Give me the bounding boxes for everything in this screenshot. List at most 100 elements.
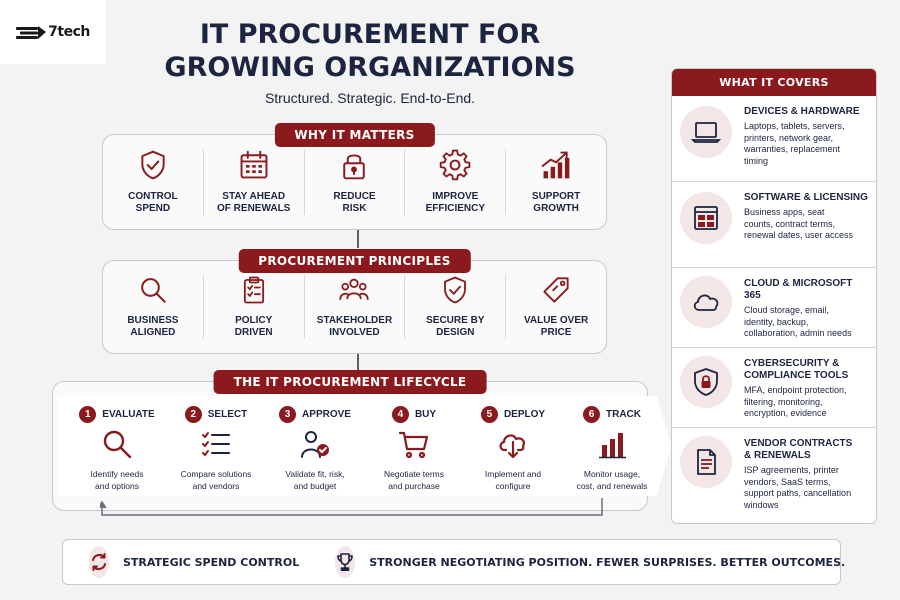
step-description: Monitor usage, cost, and renewals (576, 469, 648, 491)
why-card-label: STAY AHEAD OF RENEWALS (217, 191, 291, 214)
title-line-2: GROWING ORGANIZATIONS (164, 52, 576, 83)
principle-card-label: VALUE OVER PRICE (523, 315, 589, 338)
lifecycle-label: THE IT PROCUREMENT LIFECYCLE (213, 370, 487, 394)
step-number: 5 (480, 406, 498, 423)
step-description: Validate fit, risk, and budget (285, 469, 345, 491)
what-it-covers-panel: WHAT IT COVERS DEVICES & HARDWARE Laptops… (671, 68, 877, 524)
trophy-icon (337, 553, 354, 572)
cover-title: SOFTWARE & LICENSING (744, 192, 868, 203)
title-line-1: IT PROCUREMENT FOR (199, 19, 541, 50)
principle-card-label: BUSINESS ALIGNED (127, 315, 179, 338)
step-title: BUY (414, 409, 437, 420)
cover-item-cybersecurity: CYBERSECURITY & COMPLIANCE TOOLS MFA, end… (672, 348, 876, 428)
document-icon (697, 449, 716, 475)
cover-item-devices: DEVICES & HARDWARE Laptops, tablets, serv… (672, 96, 876, 182)
lifecycle-step-track: 6 TRACK Monitor usage, cost, and renewals (553, 396, 671, 496)
page-subtitle: Structured. Strategic. End-to-End. (264, 90, 476, 106)
cover-description: Business apps, seat counts, contract ter… (744, 207, 854, 240)
procurement-principles-label: PROCUREMENT PRINCIPLES (238, 249, 471, 273)
calendar-icon (240, 150, 268, 179)
cart-icon (398, 431, 429, 459)
cover-title: DEVICES & HARDWARE (744, 106, 860, 117)
step-description: Identify needs and options (90, 469, 144, 491)
step-title: EVALUATE (102, 409, 155, 420)
cycle-arrows-icon (92, 553, 106, 571)
section-connector (357, 230, 359, 248)
footer-banner: STRATEGIC SPEND CONTROL STRONGER NEGOTIA… (62, 539, 845, 585)
brand-logo: 7tech (0, 0, 106, 64)
step-title: DEPLOY (503, 409, 546, 420)
cover-description: ISP agreements, printer vendors, SaaS te… (744, 465, 852, 510)
cover-title: VENDOR CONTRACTS & RENEWALS (744, 438, 853, 461)
principle-card-label: STAKEHOLDER INVOLVED (316, 315, 393, 338)
step-number: 1 (79, 406, 97, 423)
cover-description: Cloud storage, email, identity, backup, … (744, 305, 852, 338)
app-window-icon (694, 206, 718, 230)
step-description: Implement and configure (484, 469, 542, 491)
why-card-label: REDUCE RISK (333, 191, 376, 214)
shield-check-icon (141, 150, 165, 180)
principle-card-label: POLICY DRIVEN (234, 315, 273, 338)
growth-chart-icon (541, 151, 570, 179)
cover-title: CLOUD & MICROSOFT 365 (744, 278, 853, 301)
laptop-icon (691, 122, 721, 143)
step-number: 4 (391, 406, 409, 423)
cloud-download-icon (499, 434, 525, 459)
cover-item-software: SOFTWARE & LICENSING Business apps, seat … (672, 182, 876, 268)
why-card-support-growth: SUPPORT GROWTH (506, 149, 606, 215)
shield-lock-icon (694, 368, 718, 396)
lifecycle-step-evaluate: 1 EVALUATE Identify needs and options (58, 396, 176, 496)
step-title: TRACK (606, 409, 641, 420)
why-it-matters-section: WHY IT MATTERS CONTROL SPEND STAY AHEAD … (102, 123, 607, 230)
why-card-label: CONTROL SPEND (128, 191, 178, 214)
footer-right-text: STRONGER NEGOTIATING POSITION. FEWER SUR… (369, 555, 846, 569)
cover-item-vendor-contracts: VENDOR CONTRACTS & RENEWALS ISP agreement… (672, 428, 876, 522)
clipboard-icon (243, 276, 264, 304)
gear-icon (440, 149, 471, 181)
principle-card-value-over-price: VALUE OVER PRICE (506, 275, 606, 339)
principle-card-label: SECURE BY DESIGN (426, 315, 485, 338)
why-it-matters-label: WHY IT MATTERS (274, 123, 435, 147)
principle-card-secure-by-design: SECURE BY DESIGN (405, 275, 507, 339)
step-number: 2 (184, 406, 202, 423)
why-card-improve-efficiency: IMPROVE EFFICIENCY (405, 149, 507, 215)
cover-description: Laptops, tablets, servers, printers, net… (744, 121, 845, 166)
lifecycle-step-select: 2 SELECT Compare solutions and vendors (157, 396, 275, 496)
logo-mark-icon (16, 26, 47, 39)
price-tag-icon (543, 277, 569, 303)
what-it-covers-label: WHAT IT COVERS (672, 69, 876, 96)
cloud-icon (693, 294, 719, 311)
magnifier-icon (103, 430, 132, 459)
user-approve-icon (301, 431, 329, 458)
bar-chart-icon (599, 433, 626, 459)
magnifier-icon (141, 278, 166, 303)
footer-left-text: STRATEGIC SPEND CONTROL (123, 555, 300, 569)
section-connector (357, 354, 359, 370)
principle-card-policy-driven: POLICY DRIVEN (204, 275, 305, 339)
why-card-label: SUPPORT GROWTH (531, 191, 581, 214)
lock-icon (343, 154, 366, 180)
step-description: Negotiate terms and purchase (384, 469, 444, 491)
why-card-control-spend: CONTROL SPEND (103, 149, 204, 215)
step-number: 3 (279, 406, 297, 423)
principle-card-business-aligned: BUSINESS ALIGNED (103, 275, 204, 339)
step-title: APPROVE (302, 409, 351, 420)
lifecycle-step-deploy: 5 DEPLOY Implement and configure (454, 396, 572, 496)
page-title: IT PROCUREMENT FOR GROWING ORGANIZATIONS (120, 18, 620, 84)
step-title: SELECT (207, 409, 248, 420)
brand-name: 7tech (48, 24, 90, 40)
why-card-label: IMPROVE EFFICIENCY (425, 191, 486, 214)
why-card-stay-ahead: STAY AHEAD OF RENEWALS (204, 149, 305, 215)
principle-card-stakeholder-involved: STAKEHOLDER INVOLVED (305, 275, 406, 339)
procurement-principles-section: PROCUREMENT PRINCIPLES BUSINESS ALIGNED … (102, 249, 607, 354)
cover-title: CYBERSECURITY & COMPLIANCE TOOLS (744, 358, 849, 381)
people-icon (339, 278, 370, 301)
lifecycle-step-buy: 4 BUY Negotiate terms and purchase (355, 396, 473, 496)
shield-check-icon (444, 276, 467, 304)
step-description: Compare solutions and vendors (180, 469, 252, 491)
lifecycle-loop-arrow (100, 498, 603, 516)
cover-description: MFA, endpoint protection, filtering, mon… (744, 385, 847, 418)
checklist-icon (202, 432, 230, 457)
step-number: 6 (583, 406, 600, 423)
